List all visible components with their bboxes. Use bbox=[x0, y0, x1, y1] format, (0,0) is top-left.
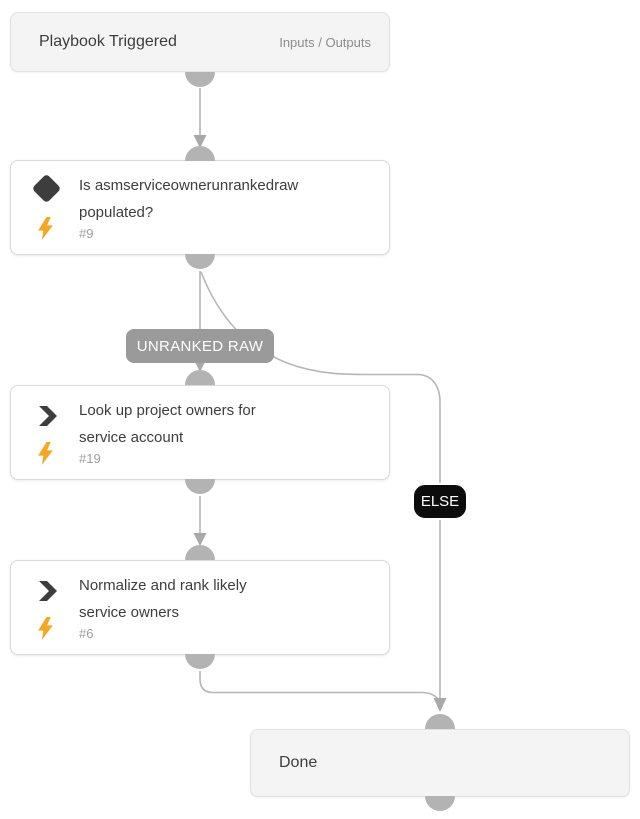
arrowhead-into-normalize bbox=[193, 533, 207, 546]
title-line: Look up project owners for bbox=[79, 402, 256, 419]
automation-chevron-icon bbox=[39, 406, 57, 426]
connector-node bbox=[185, 479, 215, 494]
title-line: populated? bbox=[79, 204, 154, 221]
task-number: #6 bbox=[79, 626, 94, 641]
branch-label-else: ELSE bbox=[412, 483, 468, 520]
automation-chevron-icon bbox=[39, 581, 57, 601]
connector-node bbox=[185, 545, 215, 560]
title-line: service account bbox=[79, 429, 184, 446]
node-title: Playbook Triggered bbox=[39, 33, 177, 50]
title-line: Normalize and rank likely bbox=[79, 577, 247, 594]
playbook-triggered-node[interactable]: Playbook Triggered Inputs / Outputs bbox=[10, 12, 390, 72]
title-line: Is asmserviceownerunrankedraw bbox=[79, 177, 299, 194]
node-title: Normalize and rank likely service owners bbox=[79, 572, 379, 626]
arrowhead-into-condition bbox=[193, 135, 207, 148]
task-node-normalize[interactable]: Normalize and rank likely service owners… bbox=[10, 560, 390, 655]
task-node-lookup[interactable]: Look up project owners for service accou… bbox=[10, 385, 390, 480]
connector-node bbox=[185, 254, 215, 269]
task-number: #9 bbox=[79, 226, 94, 241]
connector-node bbox=[425, 796, 455, 811]
connector-node bbox=[185, 654, 215, 669]
done-node[interactable]: Done bbox=[250, 729, 630, 797]
condition-diamond-icon bbox=[31, 173, 62, 204]
title-line: service owners bbox=[79, 604, 180, 621]
arrowhead-into-done bbox=[433, 698, 447, 712]
lightning-icon bbox=[38, 442, 53, 465]
connector-node bbox=[185, 370, 215, 385]
condition-node[interactable]: Is asmserviceownerunrankedraw populated?… bbox=[10, 160, 390, 255]
branch-label-unranked-raw: UNRANKED RAW bbox=[126, 329, 274, 363]
connector-node bbox=[185, 72, 215, 87]
edge-normalize-to-done bbox=[199, 671, 441, 704]
connector-node bbox=[185, 146, 215, 161]
branch-label-text: ELSE bbox=[420, 493, 460, 510]
node-title: Is asmserviceownerunrankedraw populated? bbox=[79, 172, 379, 226]
branch-label-text: UNRANKED RAW bbox=[136, 337, 264, 355]
edge-else-branch bbox=[200, 271, 441, 698]
lightning-icon bbox=[38, 617, 53, 640]
connector-node bbox=[425, 714, 455, 729]
task-number: #19 bbox=[79, 451, 101, 466]
node-title: Done bbox=[279, 754, 318, 771]
node-title: Look up project owners for service accou… bbox=[79, 397, 379, 451]
lightning-icon bbox=[38, 217, 53, 240]
inputs-outputs-link[interactable]: Inputs / Outputs bbox=[279, 34, 371, 50]
